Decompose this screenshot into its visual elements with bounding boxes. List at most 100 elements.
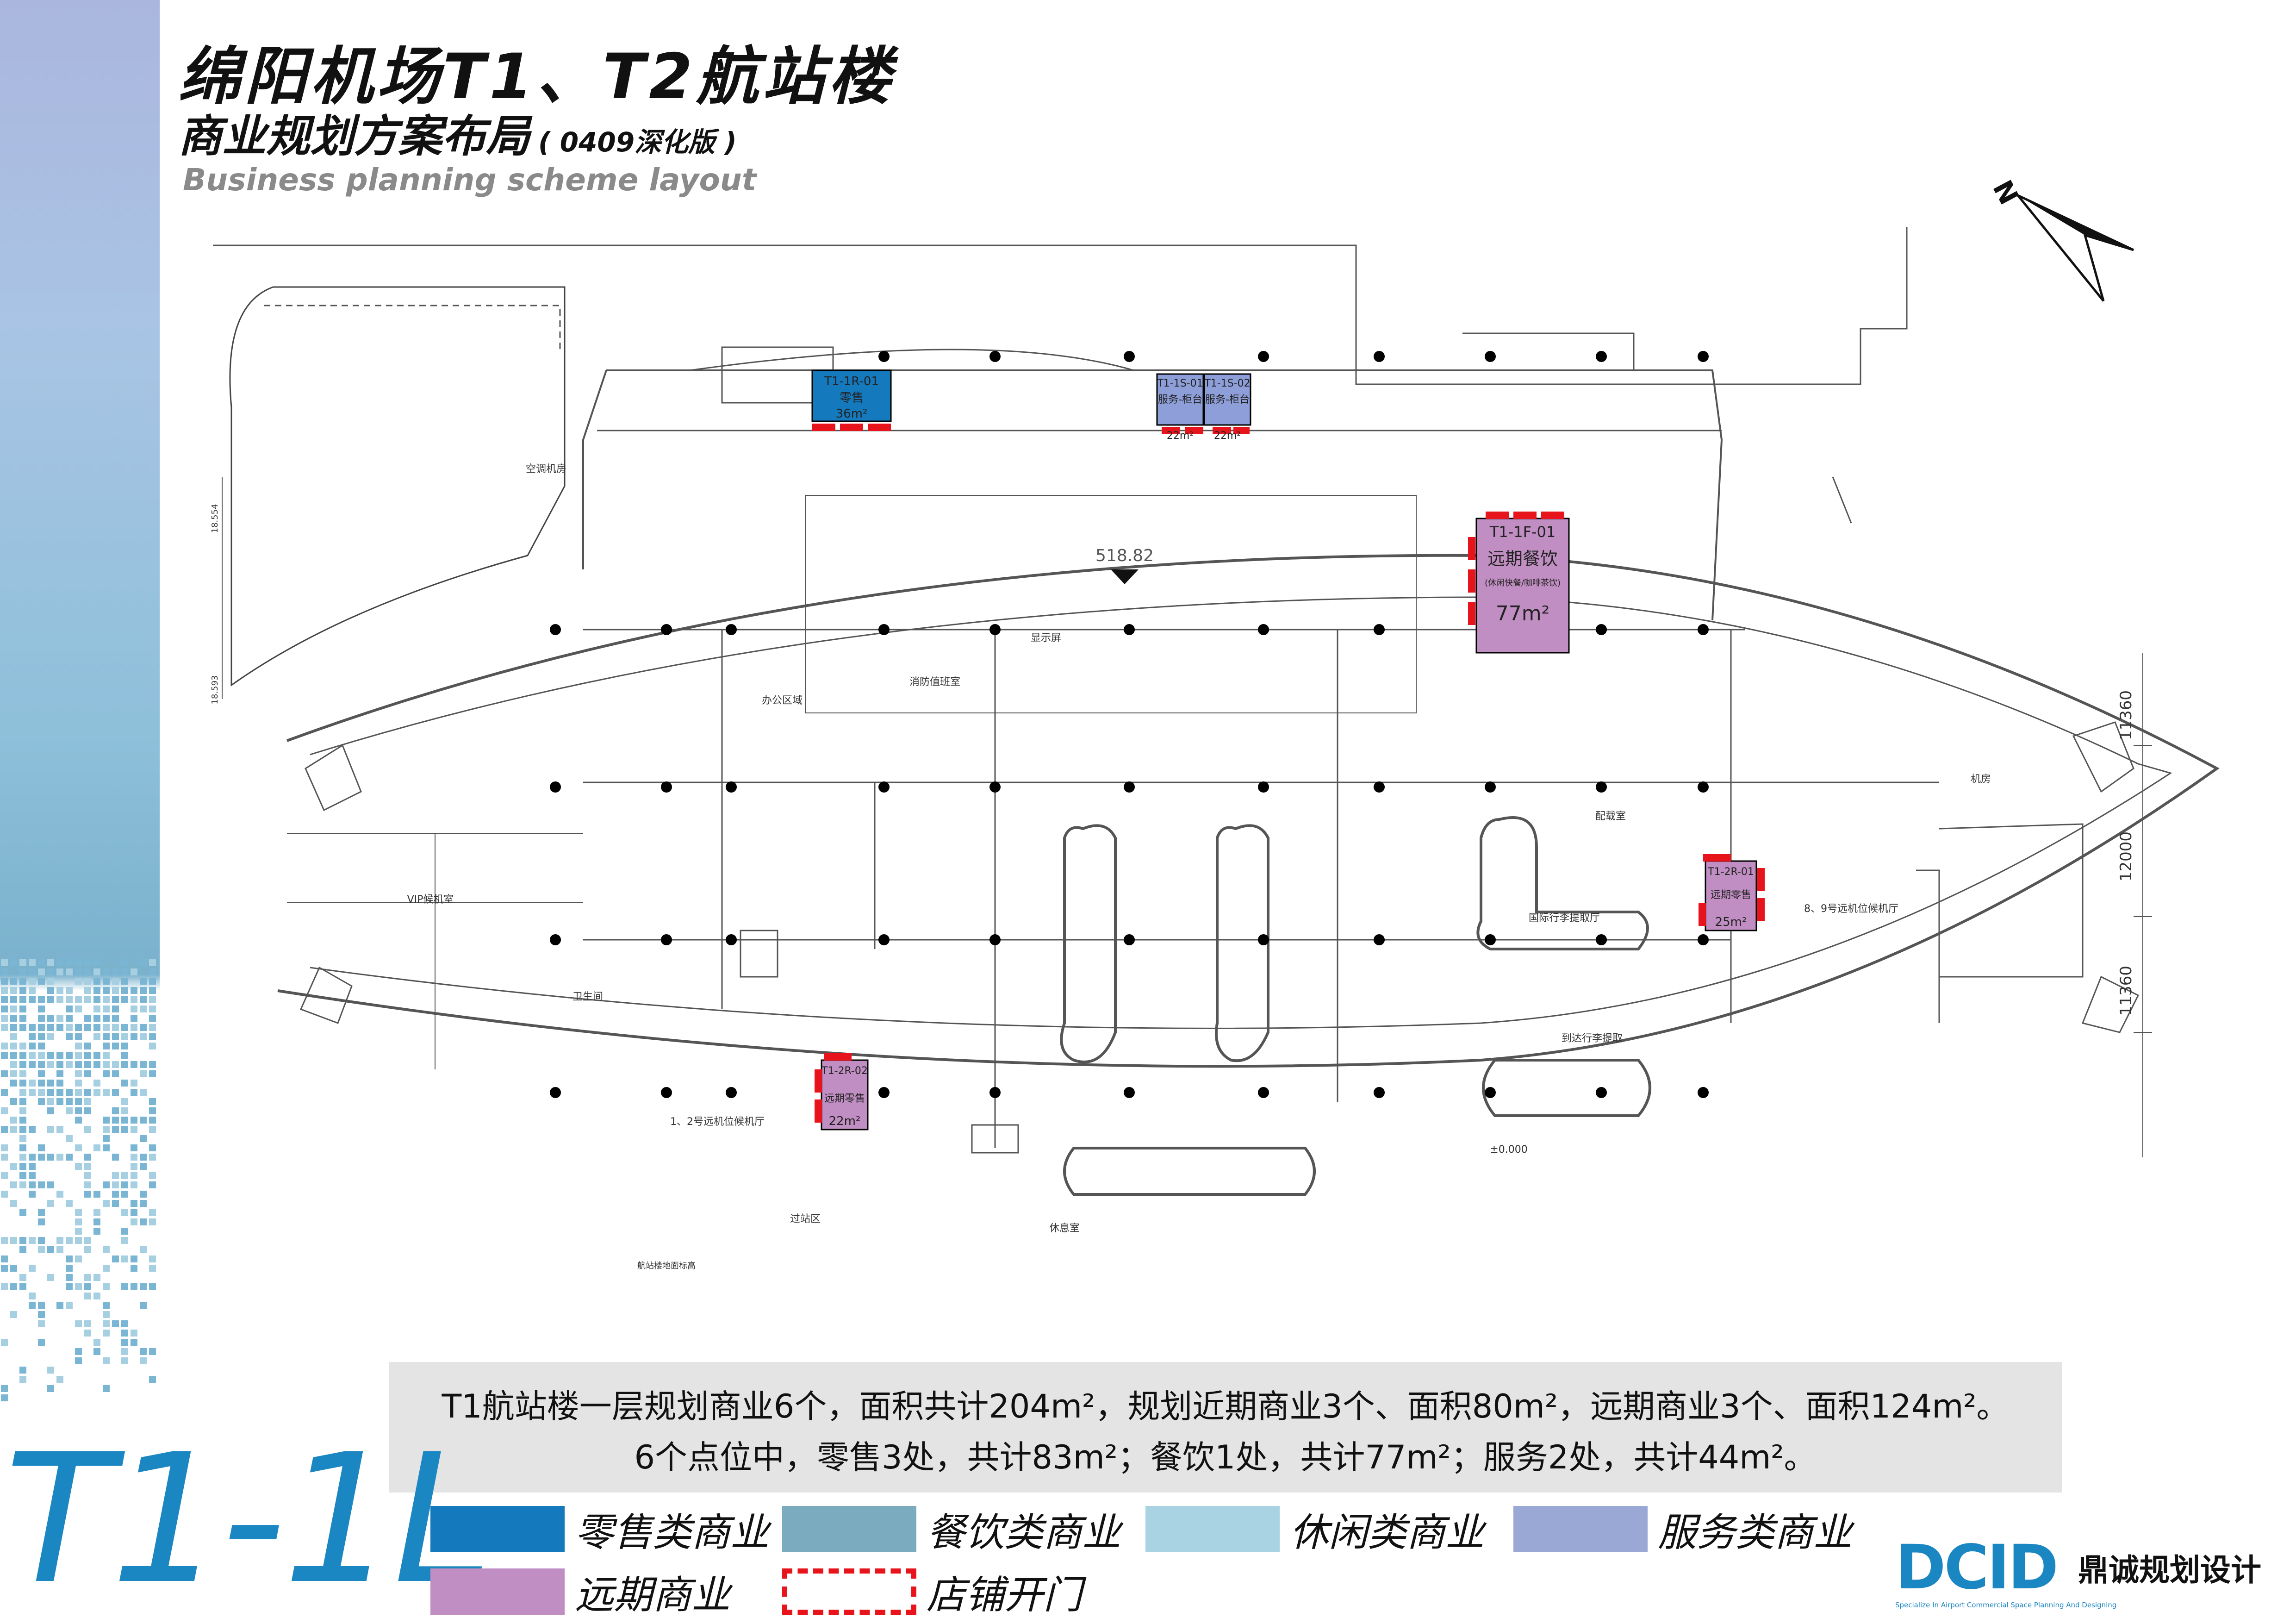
legend-dining: 餐饮类商业 (782, 1504, 1121, 1555)
structural-column (1596, 1087, 1607, 1098)
structural-column (1596, 781, 1607, 793)
label-ac-room: 空调机房 (526, 463, 566, 475)
structural-column (1374, 781, 1385, 793)
pixel-pattern (1, 959, 156, 1401)
dim-bottom: 11360 (2117, 966, 2135, 1016)
legend-leisure-label: 休闲类商业 (1290, 1509, 1485, 1555)
structural-column (1485, 934, 1496, 945)
structural-column (1258, 624, 1269, 635)
structural-column (550, 934, 561, 945)
legend-door-swatch (782, 1568, 916, 1615)
unit-area-1s02: 22m² (1214, 430, 1241, 442)
structural-column (726, 934, 737, 945)
logo-tagline: Specialize In Airport Commercial Space P… (1895, 1601, 2117, 1609)
legend-service-label: 服务类商业 (1658, 1509, 1853, 1555)
label-elevation-zero: ±0.000 (1490, 1144, 1527, 1156)
structural-column (1485, 1087, 1496, 1098)
structural-column (1124, 934, 1135, 945)
structural-column (1124, 351, 1135, 362)
structural-column (661, 1087, 672, 1098)
unit-name-1r01: 零售 (840, 391, 864, 405)
legend-dining-label: 餐饮类商业 (927, 1509, 1121, 1555)
unit-service-t1-1s-02 (1203, 373, 1251, 426)
label-boarding-12: 1、2号远机位候机厅 (670, 1116, 765, 1128)
label-display-screen: 显示屏 (1031, 632, 1061, 644)
dim-mid: 12000 (2117, 831, 2135, 881)
page-code: T1-1L (5, 1416, 492, 1623)
legend-future: 远期商业 (430, 1566, 731, 1618)
structural-column (661, 934, 672, 945)
summary-line-1: T1航站楼一层规划商业6个，面积共计204m²，规划近期商业3个、面积80m²，… (442, 1387, 2009, 1425)
dim-left-bottom: 18.593 (210, 675, 220, 705)
summary-line-2: 6个点位中，零售3处，共计83m²；餐饮1处，共计77m²；服务2处，共计44m… (634, 1438, 1817, 1476)
structural-column (1124, 1087, 1135, 1098)
structural-column (1374, 1087, 1385, 1098)
structural-column (989, 624, 1001, 635)
summary-box: T1航站楼一层规划商业6个，面积共计204m²，规划近期商业3个、面积80m²，… (389, 1362, 2062, 1493)
page-subtitle: 商业规划方案布局( 0409深化版 ) (178, 101, 737, 164)
legend-door: 店铺开门 (782, 1566, 1083, 1618)
elevation-label: 518.82 (1095, 546, 1154, 565)
structural-column (726, 781, 737, 793)
structural-column (1374, 934, 1385, 945)
structural-column (1698, 934, 1709, 945)
structural-column (1596, 934, 1607, 945)
structural-column (989, 934, 1001, 945)
structural-column (1258, 781, 1269, 793)
label-arrival-zone: 过站区 (790, 1213, 821, 1225)
structural-column (550, 624, 561, 635)
label-intl-baggage: 国际行李提取厅 (1529, 912, 1600, 924)
structural-columns (550, 351, 1709, 1098)
legend-service: 服务类商业 (1513, 1504, 1852, 1555)
structural-column (1258, 351, 1269, 362)
structural-column (1596, 351, 1607, 362)
structural-column (989, 1087, 1001, 1098)
structural-column (550, 781, 561, 793)
structural-column (661, 624, 672, 635)
left-decorative-strip (0, 0, 160, 1624)
unit-code-2r01: T1-2R-01 (1707, 866, 1754, 878)
unit-future-t1-2r-01 (1705, 860, 1757, 931)
structural-column (878, 781, 890, 793)
structural-column (661, 781, 672, 793)
unit-service-t1-1s-01 (1156, 373, 1204, 426)
legend-dining-swatch (782, 1506, 916, 1552)
structural-column (1698, 1087, 1709, 1098)
label-office-area: 办公区域 (762, 695, 803, 706)
label-baggage-claim: 到达行李提取 (1562, 1033, 1623, 1044)
legend-leisure-swatch (1145, 1506, 1280, 1552)
structural-column (1698, 624, 1709, 635)
unit-code-2r02: T1-2R-02 (821, 1065, 868, 1077)
structural-column (989, 351, 1001, 362)
legend-retail: 零售类商业 (430, 1504, 769, 1555)
unit-code-1s01: T1-1S-01 (1157, 378, 1203, 389)
unit-code-1s02: T1-1S-02 (1204, 378, 1250, 389)
shop-doors (812, 424, 1765, 1123)
logo-mark: DCID (1895, 1532, 2059, 1603)
dim-top: 11360 (2117, 690, 2135, 740)
label-bottom-note: 航站楼地面标高 (637, 1261, 696, 1271)
subtitle-english: Business planning scheme layout (183, 162, 757, 198)
label-boarding-89: 8、9号远机位候机厅 (1804, 903, 1898, 915)
label-machine-room: 机房 (1971, 774, 1991, 785)
structural-column (878, 1087, 890, 1098)
unit-area-1s01: 22m² (1167, 430, 1194, 442)
structural-column (1124, 624, 1135, 635)
label-distribution: 配载室 (1595, 811, 1626, 822)
legend-future-label: 远期商业 (575, 1572, 731, 1618)
legend-leisure: 休闲类商业 (1145, 1504, 1484, 1555)
structural-column (1698, 781, 1709, 793)
legend-door-label: 店铺开门 (927, 1572, 1083, 1618)
unit-name-1s02: 服务-柜台 (1205, 394, 1250, 406)
unit-area-1r01: 36m² (836, 407, 868, 421)
unit-name-1f01: 远期餐饮 (1487, 549, 1558, 569)
structural-column (1124, 781, 1135, 793)
structural-column (1258, 934, 1269, 945)
structural-column (1485, 781, 1496, 793)
structural-column (1698, 351, 1709, 362)
unit-name-1s01: 服务-柜台 (1158, 394, 1202, 406)
structural-column (1374, 624, 1385, 635)
legend-retail-swatch (430, 1506, 565, 1552)
structural-column (1485, 351, 1496, 362)
label-rest-room: 休息室 (1049, 1223, 1080, 1234)
